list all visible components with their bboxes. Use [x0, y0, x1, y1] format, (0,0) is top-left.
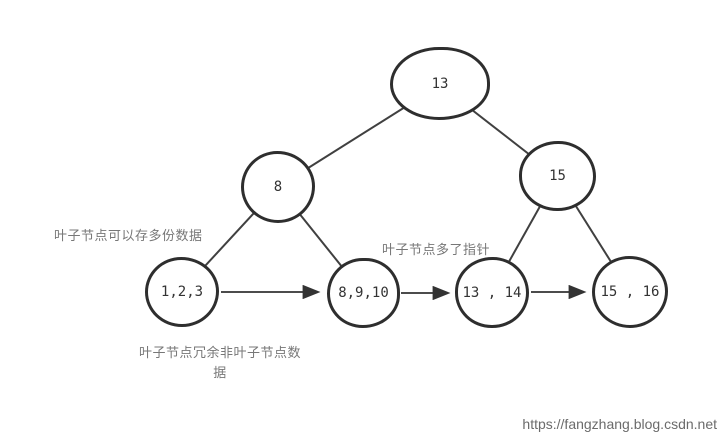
tree-node-label: 8	[273, 179, 283, 195]
tree-node-label: 8,9,10	[338, 285, 389, 301]
tree-node-label: 15 , 16	[600, 284, 660, 300]
tree-node-label: 13 , 14	[462, 284, 522, 301]
tree-node-label: 1,2,3	[160, 284, 204, 300]
tree-node-label: 13	[431, 75, 449, 92]
annotation-leaf-redundant: 叶子节点冗余非叶子节点数据	[138, 345, 301, 380]
tree-node-leaf-2: 8,9,10	[327, 258, 400, 328]
tree-node-label: 15	[549, 168, 566, 184]
watermark-url: https://fangzhang.blog.csdn.net	[522, 416, 717, 432]
tree-node-leaf-4: 15 , 16	[592, 256, 668, 328]
tree-node-root: 13	[390, 47, 490, 120]
annotation-leaf-pointer: 叶子节点多了指针	[382, 242, 491, 257]
tree-node-leaf-1: 1,2,3	[145, 257, 219, 327]
tree-node-internal-right: 15	[519, 141, 596, 211]
tree-node-leaf-3: 13 , 14	[455, 257, 529, 328]
tree-node-internal-left: 8	[241, 151, 315, 223]
annotation-leaf-multi-copy: 叶子节点可以存多份数据	[54, 228, 203, 243]
